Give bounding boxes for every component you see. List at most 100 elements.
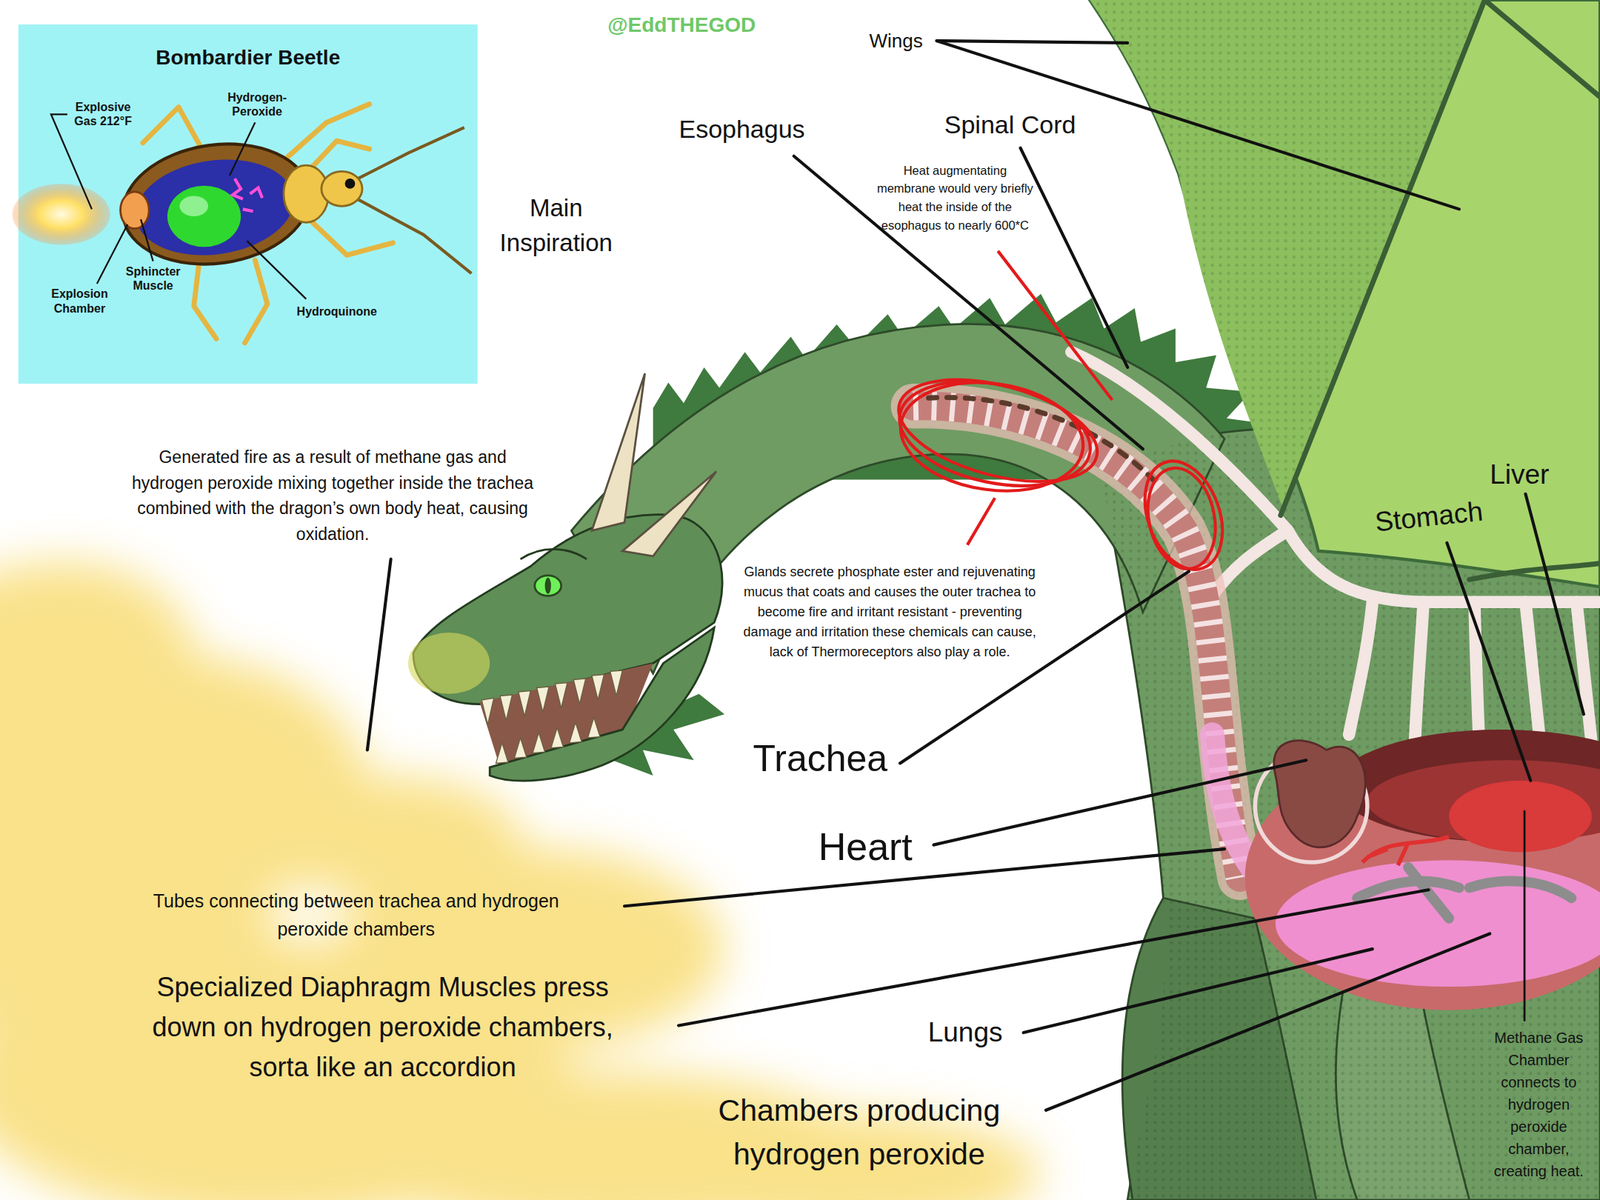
leader-lines-part (933, 760, 1306, 845)
part-label: Wings (868, 29, 923, 53)
leader-lines (367, 40, 1584, 1111)
dragon-head-part (489, 627, 715, 781)
panel-title: Bombardier Beetle (28, 45, 468, 71)
skeleton-part (1525, 602, 1541, 751)
beetle-illustration-part-part (305, 216, 393, 255)
dragon-head-part (481, 670, 623, 763)
wing-part-part (1280, 0, 1486, 516)
leader-lines-part (1523, 811, 1526, 1020)
dragon-head-part-part (532, 732, 546, 754)
annotation-note: Tubes connecting between trachea and hyd… (119, 887, 594, 943)
wing-part-part (1484, 0, 1600, 98)
beetle-illustration-part-part (142, 107, 205, 154)
esophagus-marking (887, 251, 1237, 580)
beetle-part-label: Sphincter Muscle (121, 264, 186, 293)
beetle-illustration-part (129, 149, 300, 265)
leader-lines-part (367, 559, 392, 751)
annotation-note: Glands secrete phosphate ester and rejuv… (737, 562, 1042, 663)
organs-part-part (1469, 880, 1572, 898)
beetle-illustration-part-part (351, 127, 465, 182)
skeleton-part (1414, 602, 1423, 756)
beetle-illustration-part-part (246, 240, 306, 300)
wing-part (1089, 0, 1485, 511)
annotation-note: Heat augmentating membrane would very br… (873, 161, 1037, 235)
organs-part (1357, 867, 1572, 919)
leader-lines-part (794, 156, 1143, 449)
dragon-head-part-part (591, 674, 605, 700)
wing-part-part (1469, 562, 1600, 580)
beetle-part-label: Explosive Gas 212°F (65, 100, 140, 129)
beetle-illustration-part-part (229, 122, 255, 176)
inspiration-panel: Bombardier Beetle (18, 24, 478, 384)
beetle-illustration-part (351, 127, 472, 274)
wing-part (1089, 0, 1485, 511)
annotation-note: Chambers producing hydrogen peroxide (681, 1088, 1038, 1178)
esophagus-marking-part (967, 497, 995, 545)
beetle-illustration-part (167, 185, 241, 248)
leader-lines-part (1045, 933, 1490, 1110)
trachea-tube (913, 397, 1271, 891)
beetle-illustration-part (12, 183, 111, 246)
annotation-note: Methane Gas Chamber connects to hydrogen… (1486, 1026, 1591, 1183)
leader-lines-part (1525, 494, 1584, 715)
dragon-head-part (545, 577, 552, 595)
beetle-illustration-part (345, 178, 356, 189)
dragon-head-part-part (610, 670, 623, 696)
dragon-head-part-part (587, 717, 600, 738)
dragon-head-part-part (551, 727, 564, 749)
beetle-illustration-part (51, 114, 306, 299)
organs-part (1274, 740, 1366, 848)
leader-lines-part (900, 571, 1189, 763)
dragon-head-part (520, 548, 588, 559)
dragon-head-part (622, 471, 717, 556)
skeleton-part (1348, 602, 1373, 735)
beetle-part-label: Explosion Chamber (48, 286, 111, 315)
leader-lines-part (1446, 542, 1531, 781)
beetle-illustration-part-part (51, 114, 92, 209)
watermark: @EddTHEGOD (607, 12, 756, 38)
dragon-head-part-part (500, 694, 513, 720)
dragon-head-part (591, 373, 646, 531)
dragon-head-part-part (495, 742, 509, 764)
dragon-head-part-part (481, 697, 495, 725)
dragon-head-part (408, 632, 490, 695)
dragon-head-part-part (518, 691, 532, 717)
organs-part (1448, 780, 1592, 852)
beetle-illustration-part-part (245, 260, 268, 343)
beetle-illustration-part-part (140, 219, 154, 261)
part-label: Esophagus (678, 114, 805, 145)
beetle-illustration-part-part (194, 262, 217, 339)
dragon-head-part (534, 575, 562, 597)
beetle-illustration-part (321, 171, 363, 206)
part-label: Liver (1489, 458, 1549, 492)
dragon-head-part-part (554, 682, 568, 709)
esophagus-marking-part (893, 371, 1090, 502)
beetle-part-label: Hydroquinone (297, 304, 378, 319)
beetle-illustration-part (232, 178, 263, 212)
beetle-illustration-part-part (97, 224, 128, 284)
leader-lines-part (1023, 948, 1373, 1033)
part-label: Heart (818, 823, 913, 870)
leader-lines-part (1020, 148, 1129, 368)
wing-part (1280, 0, 1600, 580)
beetle-illustration-part-part (357, 199, 472, 275)
dragon-head-part-part (514, 737, 527, 759)
beetle-illustration-part (120, 191, 150, 229)
beetle-part-label: Hydrogen- Peroxide (220, 90, 295, 119)
leader-lines-part (624, 848, 1225, 906)
organs-part-part (1357, 880, 1460, 898)
inspiration-note: Main Inspiration (482, 191, 631, 260)
skeleton-part (1576, 602, 1592, 746)
esophagus-marking-part (1139, 461, 1225, 575)
annotation-note: Specialized Diaphragm Muscles press down… (131, 967, 635, 1088)
leader-lines-part (678, 889, 1429, 1026)
dragon-head-part-part (537, 686, 550, 712)
esophagus-marking-part (887, 360, 1108, 500)
esophagus-marking-part (1131, 450, 1237, 580)
organs-part (1362, 837, 1449, 866)
esophagus-marking-part (997, 251, 1112, 400)
organs-part (1275, 860, 1600, 987)
dragon-head-part-part (573, 678, 586, 704)
dragon-head-part-part (569, 722, 583, 743)
